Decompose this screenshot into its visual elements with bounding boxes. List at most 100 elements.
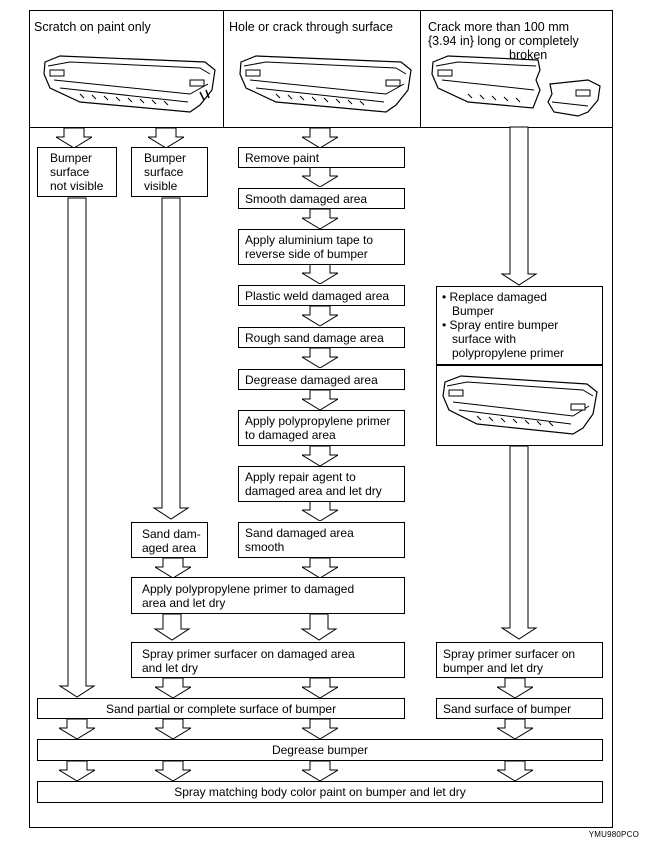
bumper-hole-illustration xyxy=(239,55,412,113)
step-apply-primer: Apply polypropylene primer to damaged ar… xyxy=(238,410,405,446)
box-line: Sand partial or complete surface of bump… xyxy=(105,702,337,716)
box-line: Rough sand damage area xyxy=(245,331,384,345)
long-arrow-crack xyxy=(500,126,538,286)
arrow xyxy=(302,306,338,326)
step-spray-body-color: Spray matching body color paint on bumpe… xyxy=(37,781,603,803)
step-rough-sand: Rough sand damage area xyxy=(238,327,405,348)
arrow xyxy=(497,678,533,698)
arrow xyxy=(59,761,95,781)
header-scratch: Scratch on paint only xyxy=(34,20,151,34)
step-apply-repair-agent: Apply repair agent to damaged area and l… xyxy=(238,466,405,502)
box-line: Sand surface of bumper xyxy=(443,702,572,716)
arrow xyxy=(302,348,338,368)
bumper-new-illustration xyxy=(442,375,598,435)
long-arrow-not-visible xyxy=(58,197,96,698)
box-line: Degrease damaged area xyxy=(245,373,378,387)
box-line: Spray primer surfacer on xyxy=(443,647,576,661)
box-line: Bumper xyxy=(144,151,187,165)
box-line: Spray primer surfacer on damaged area xyxy=(142,647,355,661)
step-spray-primer-surfacer: Spray primer surfacer on damaged area an… xyxy=(131,642,405,678)
box-line: Apply polypropylene primer to damaged xyxy=(142,582,355,596)
arrow xyxy=(497,761,533,781)
long-arrow-replace xyxy=(500,445,538,640)
arrow xyxy=(155,761,191,781)
box-line: Smooth damaged area xyxy=(245,192,368,206)
bullet-icon: • xyxy=(442,318,447,332)
step-degrease-damaged-area: Degrease damaged area xyxy=(238,369,405,390)
arrow xyxy=(302,446,338,466)
box-bumper-not-visible: Bumper surface not visible xyxy=(37,147,117,197)
box-replace-bumper: • Replace damaged Bumper • Spray entire … xyxy=(436,286,603,365)
arrow xyxy=(497,719,533,739)
box-line: to damaged area xyxy=(245,428,336,442)
arrow xyxy=(302,264,338,284)
box-line: surface with xyxy=(452,332,517,346)
arrow xyxy=(302,501,338,521)
step-sand-smooth: Sand damaged area smooth xyxy=(238,522,405,558)
box-line: Spray entire bumper xyxy=(449,318,559,332)
step-apply-primer-let-dry: Apply polypropylene primer to damaged ar… xyxy=(131,577,405,614)
box-line: Spray matching body color paint on bumpe… xyxy=(174,785,466,799)
arrow xyxy=(153,613,191,641)
box-line: damaged area and let dry xyxy=(245,484,382,498)
arrow xyxy=(155,558,191,578)
box-bumper-visible: Bumper surface visible xyxy=(131,147,208,197)
box-line: Apply aluminium tape to xyxy=(245,233,374,247)
bullet-icon: • xyxy=(442,290,447,304)
arrow xyxy=(155,719,191,739)
box-line: smooth xyxy=(245,540,285,554)
box-line: visible xyxy=(144,179,178,193)
box-sand-damaged-area: Sand dam- aged area xyxy=(131,522,208,558)
arrow xyxy=(302,209,338,229)
step-plastic-weld: Plastic weld damaged area xyxy=(238,285,405,306)
box-line: Apply repair agent to xyxy=(245,470,356,484)
box-sand-surface-bumper: Sand surface of bumper xyxy=(436,698,603,719)
box-line: area and let dry xyxy=(142,596,226,610)
box-line: Bumper xyxy=(50,151,93,165)
step-sand-partial-surface: Sand partial or complete surface of bump… xyxy=(37,698,405,719)
bumper-scratch-illustration xyxy=(43,55,216,113)
arrow xyxy=(302,761,338,781)
bullet-replace: • Replace damaged xyxy=(442,290,602,304)
box-line: Bumper xyxy=(452,304,495,318)
header-crack-line1: Crack more than 100 mm xyxy=(428,20,570,34)
figure-code: YMU980PCO xyxy=(588,830,639,839)
arrow xyxy=(59,719,95,739)
box-line: Apply polypropylene primer xyxy=(245,414,391,428)
box-line: surface xyxy=(50,165,90,179)
long-arrow-visible xyxy=(152,197,190,520)
arrow xyxy=(155,678,191,698)
box-line: bumper and let dry xyxy=(443,661,544,675)
arrow xyxy=(148,128,184,148)
box-line: Plastic weld damaged area xyxy=(245,289,390,303)
step-apply-aluminium-tape: Apply aluminium tape to reverse side of … xyxy=(238,229,405,265)
step-degrease-bumper: Degrease bumper xyxy=(37,739,603,761)
arrow xyxy=(56,128,92,148)
arrow xyxy=(300,613,338,641)
bumper-broken-illustration xyxy=(431,55,601,117)
box-line: Sand dam- xyxy=(142,527,201,541)
box-line: Degrease bumper xyxy=(271,743,369,757)
bullet-spray: • Spray entire bumper xyxy=(442,318,602,332)
box-line: and let dry xyxy=(142,661,199,675)
box-line: Sand damaged area xyxy=(245,526,354,540)
header-hole: Hole or crack through surface xyxy=(229,20,393,34)
arrow xyxy=(302,167,338,187)
arrow xyxy=(302,558,338,578)
header-crack-line3: broken xyxy=(509,48,548,62)
box-line: polypropylene primer xyxy=(452,346,565,360)
box-spray-primer-surfacer-bumper: Spray primer surfacer on bumper and let … xyxy=(436,642,603,678)
box-line: Remove paint xyxy=(245,151,320,165)
arrow xyxy=(302,678,338,698)
arrow xyxy=(302,719,338,739)
arrow xyxy=(302,128,338,148)
box-line: surface xyxy=(144,165,184,179)
step-smooth-damaged-area: Smooth damaged area xyxy=(238,188,405,209)
step-remove-paint: Remove paint xyxy=(238,147,405,168)
arrow xyxy=(302,390,338,410)
box-new-bumper-illustration xyxy=(436,365,603,446)
box-line: not visible xyxy=(50,179,104,193)
box-line: Replace damaged xyxy=(449,290,547,304)
header-crack-line2: {3.94 in} long or completely xyxy=(428,34,579,48)
